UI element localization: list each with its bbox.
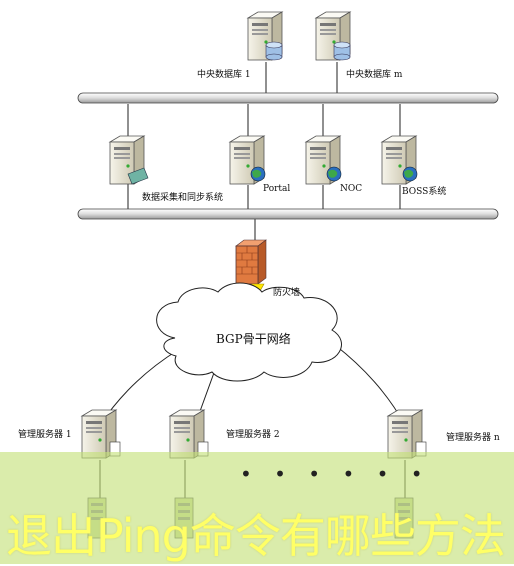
collect-server-icon	[109, 135, 149, 185]
database-server-1-icon	[247, 11, 283, 61]
label-noc: NOC	[340, 184, 363, 194]
label-boss: BOSS系统	[402, 187, 447, 197]
management-server-2-icon	[169, 409, 209, 459]
label-db1: 中央数据库 1	[197, 70, 251, 80]
label-dbm: 中央数据库 m	[346, 70, 403, 80]
portal-server-icon	[229, 135, 266, 185]
management-server-n-icon	[387, 409, 427, 459]
label-mgmtn: 管理服务器 n	[446, 433, 500, 443]
cloud-icon	[156, 282, 342, 382]
caption-overlay	[0, 452, 514, 564]
label-portal: Portal	[263, 184, 291, 194]
label-backbone: BGP骨干网络	[216, 332, 291, 346]
label-firewall: 防火墙	[273, 288, 301, 298]
label-mgmt1: 管理服务器 1	[18, 430, 72, 440]
database-server-m-icon	[315, 11, 351, 61]
caption-title: 退出Ping命令有哪些方法	[6, 509, 506, 563]
label-collect: 数据采集和同步系统	[142, 193, 224, 203]
middle-bus	[77, 208, 499, 220]
firewall-icon	[235, 239, 267, 285]
noc-server-icon	[305, 135, 342, 185]
boss-server-icon	[381, 135, 418, 185]
label-mgmt2: 管理服务器 2	[226, 430, 280, 440]
management-server-1-icon	[81, 409, 121, 459]
top-bus	[77, 92, 499, 104]
ellipsis-dots: • • • • • •	[240, 462, 431, 486]
